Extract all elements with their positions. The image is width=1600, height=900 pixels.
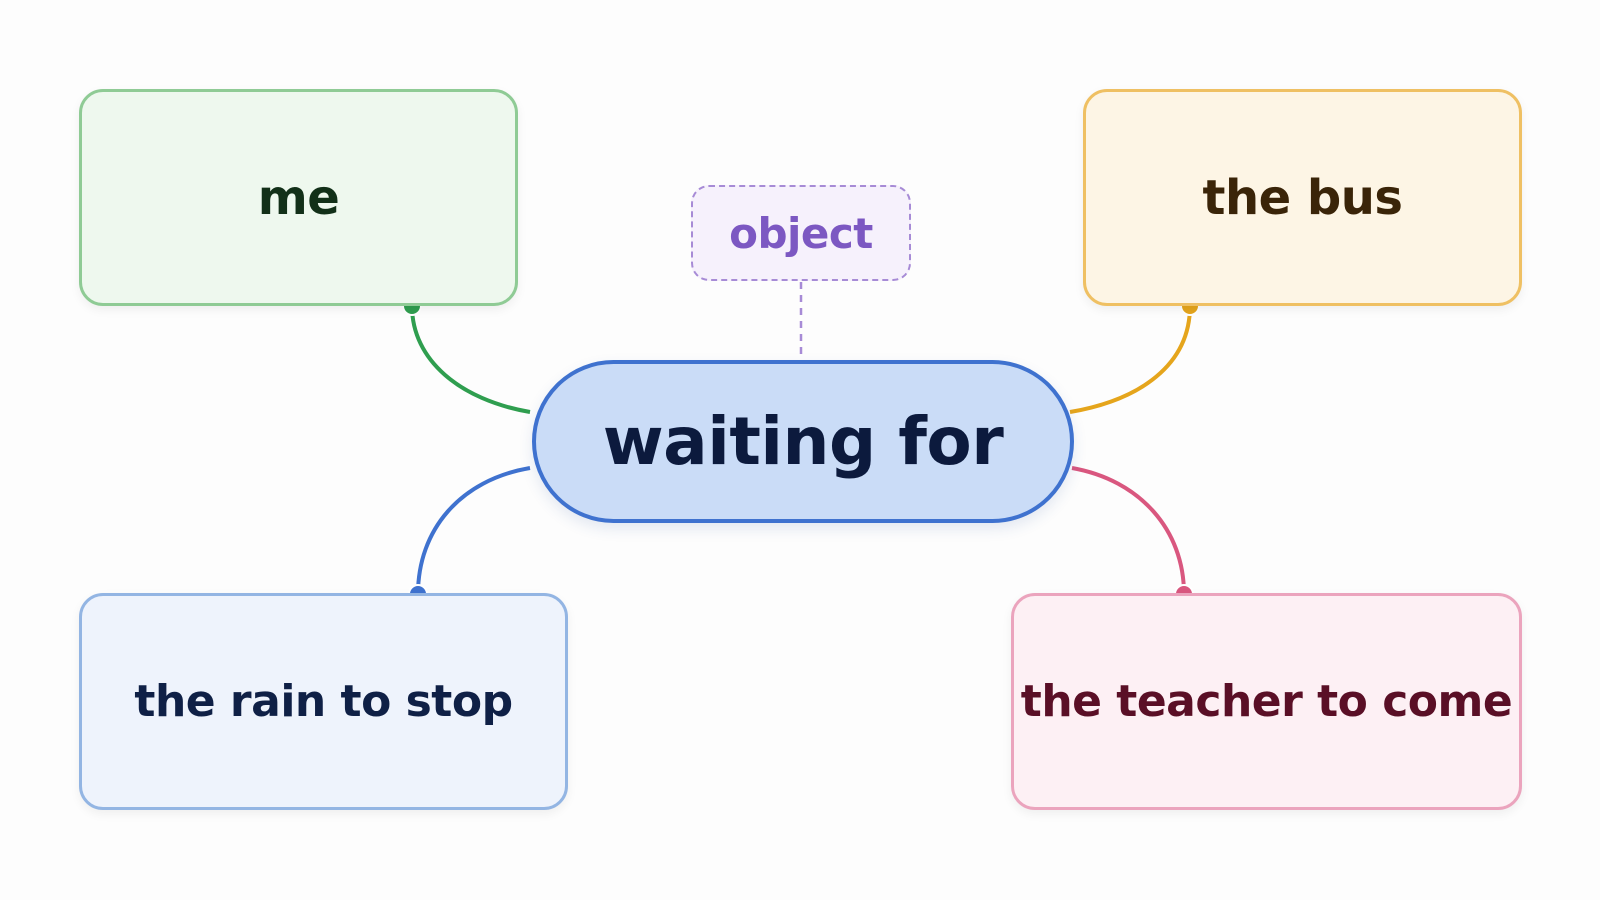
object-role-tag-label: object [729, 208, 873, 258]
connector-bus [1069, 305, 1192, 414]
center-node[interactable]: waiting for [532, 360, 1074, 523]
node-the-teacher-to-come-label: the teacher to come [1020, 676, 1513, 727]
node-the-teacher-to-come[interactable]: the teacher to come [1011, 593, 1522, 810]
node-the-bus-label: the bus [1202, 169, 1403, 226]
node-me[interactable]: me [79, 89, 518, 306]
center-node-label: waiting for [602, 403, 1004, 480]
object-role-tag: object [691, 185, 911, 281]
connector-rain [416, 466, 531, 595]
node-the-rain-to-stop[interactable]: the rain to stop [79, 593, 568, 810]
node-the-bus[interactable]: the bus [1083, 89, 1522, 306]
node-me-label: me [257, 169, 340, 226]
connector-me [410, 305, 531, 414]
node-the-rain-to-stop-label: the rain to stop [134, 676, 513, 727]
connector-teacher [1071, 466, 1186, 595]
